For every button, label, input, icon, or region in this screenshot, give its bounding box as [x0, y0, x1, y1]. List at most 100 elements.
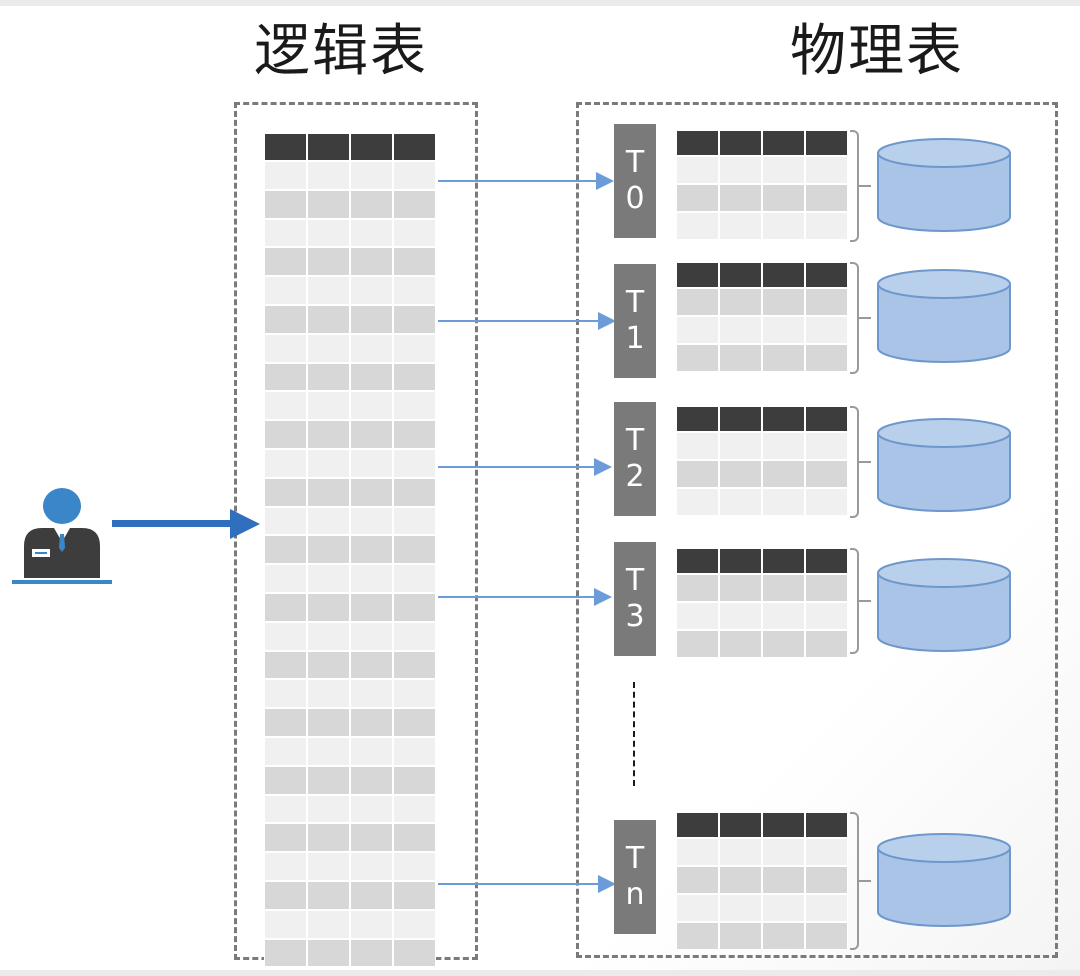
table-row	[264, 650, 436, 680]
table-cell	[762, 344, 805, 372]
table-cell	[805, 262, 848, 288]
database-icon	[877, 833, 1011, 927]
table-cell	[350, 362, 393, 392]
table-cell	[676, 406, 719, 432]
table-cell	[350, 736, 393, 766]
user-icon	[12, 488, 112, 584]
table-cell	[350, 304, 393, 334]
table-cell	[307, 823, 350, 853]
table-cell	[350, 506, 393, 536]
table-db-bracket-t3	[850, 548, 859, 654]
table-cell	[762, 432, 805, 460]
table-cell	[805, 288, 848, 316]
table-cell	[264, 679, 307, 709]
physical-table-t0	[676, 130, 848, 240]
table-cell	[805, 812, 848, 838]
table-cell	[264, 276, 307, 305]
table-row	[264, 852, 436, 881]
table-cell	[762, 630, 805, 658]
table-row	[264, 765, 436, 795]
table-cell	[805, 866, 848, 894]
shard-arrow-t0	[438, 180, 596, 182]
table-row	[676, 344, 848, 372]
table-cell	[719, 894, 762, 922]
table-cell	[307, 708, 350, 737]
table-row	[676, 288, 848, 316]
table-cell	[350, 276, 393, 305]
table-cell	[264, 535, 307, 565]
table-row	[264, 938, 436, 968]
table-cell	[393, 362, 436, 392]
table-row	[264, 333, 436, 363]
table-cell	[719, 838, 762, 866]
table-cell	[307, 852, 350, 881]
table-cell	[719, 460, 762, 488]
table-row	[264, 708, 436, 737]
table-cell	[393, 650, 436, 680]
table-cell	[676, 812, 719, 838]
table-cell	[719, 130, 762, 156]
table-cell	[805, 460, 848, 488]
table-cell	[393, 391, 436, 421]
table-cell	[676, 602, 719, 630]
table-row	[264, 564, 436, 593]
table-cell	[762, 922, 805, 950]
table-row	[264, 535, 436, 565]
table-cell	[350, 621, 393, 651]
table-row	[264, 736, 436, 766]
table-cell	[350, 535, 393, 565]
table-cell	[264, 852, 307, 881]
table-cell	[719, 156, 762, 184]
table-row	[676, 488, 848, 516]
table-cell	[762, 574, 805, 602]
table-cell	[676, 630, 719, 658]
table-cell	[307, 621, 350, 651]
table-row	[264, 880, 436, 910]
table-cell	[805, 838, 848, 866]
table-header-row	[676, 548, 848, 574]
table-cell	[805, 212, 848, 240]
table-cell	[676, 344, 719, 372]
table-row	[676, 184, 848, 212]
table-db-bracket-t2	[850, 406, 859, 518]
table-cell	[393, 304, 436, 334]
table-cell	[307, 304, 350, 334]
table-cell	[676, 130, 719, 156]
table-cell	[719, 184, 762, 212]
table-row	[676, 894, 848, 922]
table-cell	[350, 708, 393, 737]
table-cell	[719, 262, 762, 288]
table-cell	[762, 184, 805, 212]
table-cell	[719, 548, 762, 574]
table-cell	[350, 909, 393, 939]
table-cell	[762, 156, 805, 184]
table-cell	[307, 765, 350, 795]
table-cell	[676, 574, 719, 602]
table-cell	[307, 362, 350, 392]
database-icon	[877, 418, 1011, 512]
table-cell	[676, 184, 719, 212]
table-cell	[307, 794, 350, 824]
table-header-row	[676, 262, 848, 288]
table-cell	[393, 276, 436, 305]
table-cell	[350, 938, 393, 968]
table-cell	[350, 650, 393, 680]
table-row	[264, 909, 436, 939]
table-cell	[350, 448, 393, 478]
table-cell	[805, 630, 848, 658]
table-cell	[307, 189, 350, 219]
table-cell	[264, 161, 307, 190]
table-cell	[393, 621, 436, 651]
table-row	[264, 621, 436, 651]
table-cell	[393, 161, 436, 190]
table-cell	[393, 506, 436, 536]
table-cell	[393, 679, 436, 709]
table-cell	[264, 708, 307, 737]
user-query-arrow	[112, 520, 234, 527]
table-row	[676, 838, 848, 866]
table-row	[676, 316, 848, 344]
table-cell	[676, 432, 719, 460]
table-cell	[393, 218, 436, 248]
physical-table-tn	[676, 812, 848, 950]
table-cell	[264, 650, 307, 680]
